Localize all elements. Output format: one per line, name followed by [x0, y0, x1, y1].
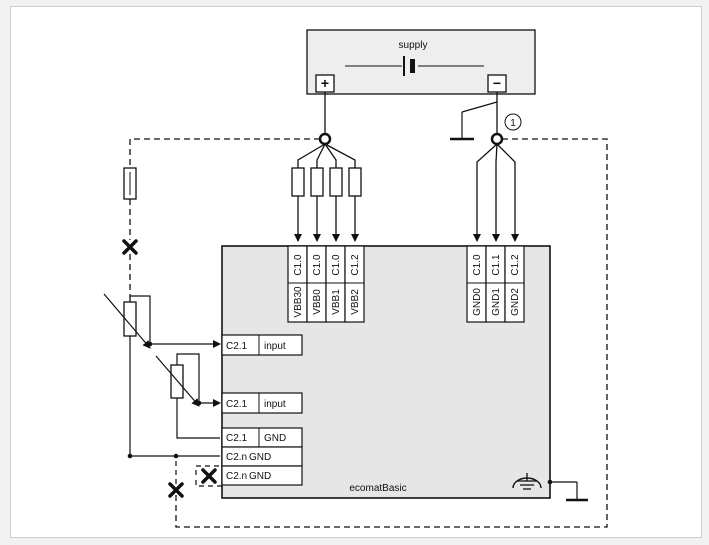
potentiometer-icon [103, 293, 151, 349]
io-pin-label: C2.n [226, 452, 247, 463]
io-pin-label: C2.1 [226, 399, 248, 410]
terminal-name-label: VBB0 [312, 289, 323, 315]
io-name-label: GND [249, 471, 271, 482]
gnd-terminal-block: C1.0 GND0 C1.1 GND1 C1.2 GND2 [466, 245, 525, 323]
gnd-wiring [473, 143, 519, 242]
terminal-pin-label: C1.0 [331, 254, 342, 276]
chassis-ground-icon [566, 482, 588, 502]
terminal-gnd-n1: C2.n GND [221, 446, 303, 467]
shield-line-loop [175, 138, 608, 528]
terminal-name-label: VBB1 [331, 289, 342, 315]
vbb-arrows [294, 196, 359, 242]
terminal-name-label: GND2 [510, 288, 521, 316]
terminal-gnd2: C1.2 GND2 [504, 245, 525, 323]
terminal-gnd-1: C2.1 GND [221, 427, 303, 448]
terminal-gnd-n2: C2.n GND [221, 465, 303, 486]
terminal-vbb0: C1.0 VBB0 [306, 245, 327, 323]
io-pin-label: C2.1 [226, 433, 248, 444]
terminal-pin-label: C1.2 [350, 254, 361, 276]
terminal-name-label: GND0 [472, 288, 483, 316]
terminal-pin-label: C1.0 [312, 254, 323, 276]
module-name: ecomatBasic [349, 483, 406, 494]
terminal-vbb1: C1.0 VBB1 [325, 245, 346, 323]
chassis-ground-icon [450, 101, 498, 141]
marker-circle [504, 113, 522, 131]
io-pin-label: C2.n [226, 471, 247, 482]
earth-ground-icon [512, 473, 542, 490]
vbb-wiring [297, 143, 356, 168]
terminal-pin-label: C1.1 [491, 254, 502, 276]
supply-label: supply [399, 40, 428, 51]
break-mark-icon [122, 239, 138, 255]
io-pin-label: C2.1 [226, 341, 248, 352]
terminal-vbb2: C1.2 VBB2 [344, 245, 365, 323]
terminal-vbb30: C1.0 VBB30 [287, 245, 308, 323]
io-name-label: input [264, 341, 286, 352]
break-mark-icon [201, 468, 217, 484]
terminal-name-label: GND1 [491, 288, 502, 316]
terminal-pin-label: C1.2 [510, 254, 521, 276]
break-mark-icon [168, 482, 184, 498]
vbb-terminal-block: C1.0 VBB30 C1.0 VBB0 C1.0 VBB1 C1.2 VBB2 [287, 245, 365, 323]
io-name-label: GND [249, 452, 271, 463]
supply-unit: supply + − [306, 29, 536, 95]
terminal-name-label: VBB30 [293, 286, 304, 318]
terminal-input-2: C2.1 input [221, 392, 303, 414]
plus-icon: + [321, 75, 329, 91]
gnd-node [490, 132, 504, 146]
io-name-label: input [264, 399, 286, 410]
minus-icon: − [493, 75, 501, 91]
battery-icon [345, 56, 484, 76]
terminal-pin-label: C1.0 [293, 254, 304, 276]
marker-label: 1 [510, 118, 516, 129]
terminal-name-label: VBB2 [350, 289, 361, 315]
shield-line-left [129, 138, 320, 296]
io-name-label: GND [264, 433, 286, 444]
vbb-fuses [291, 167, 362, 197]
terminal-pin-label: C1.0 [472, 254, 483, 276]
terminal-input-1: C2.1 input [221, 334, 303, 356]
vbb-node [318, 132, 332, 146]
terminal-gnd0: C1.0 GND0 [466, 245, 487, 323]
io-terminal-block: C2.1 input C2.1 input C2.1 GND C2.n GND … [221, 334, 303, 486]
terminal-gnd1: C1.1 GND1 [485, 245, 506, 323]
